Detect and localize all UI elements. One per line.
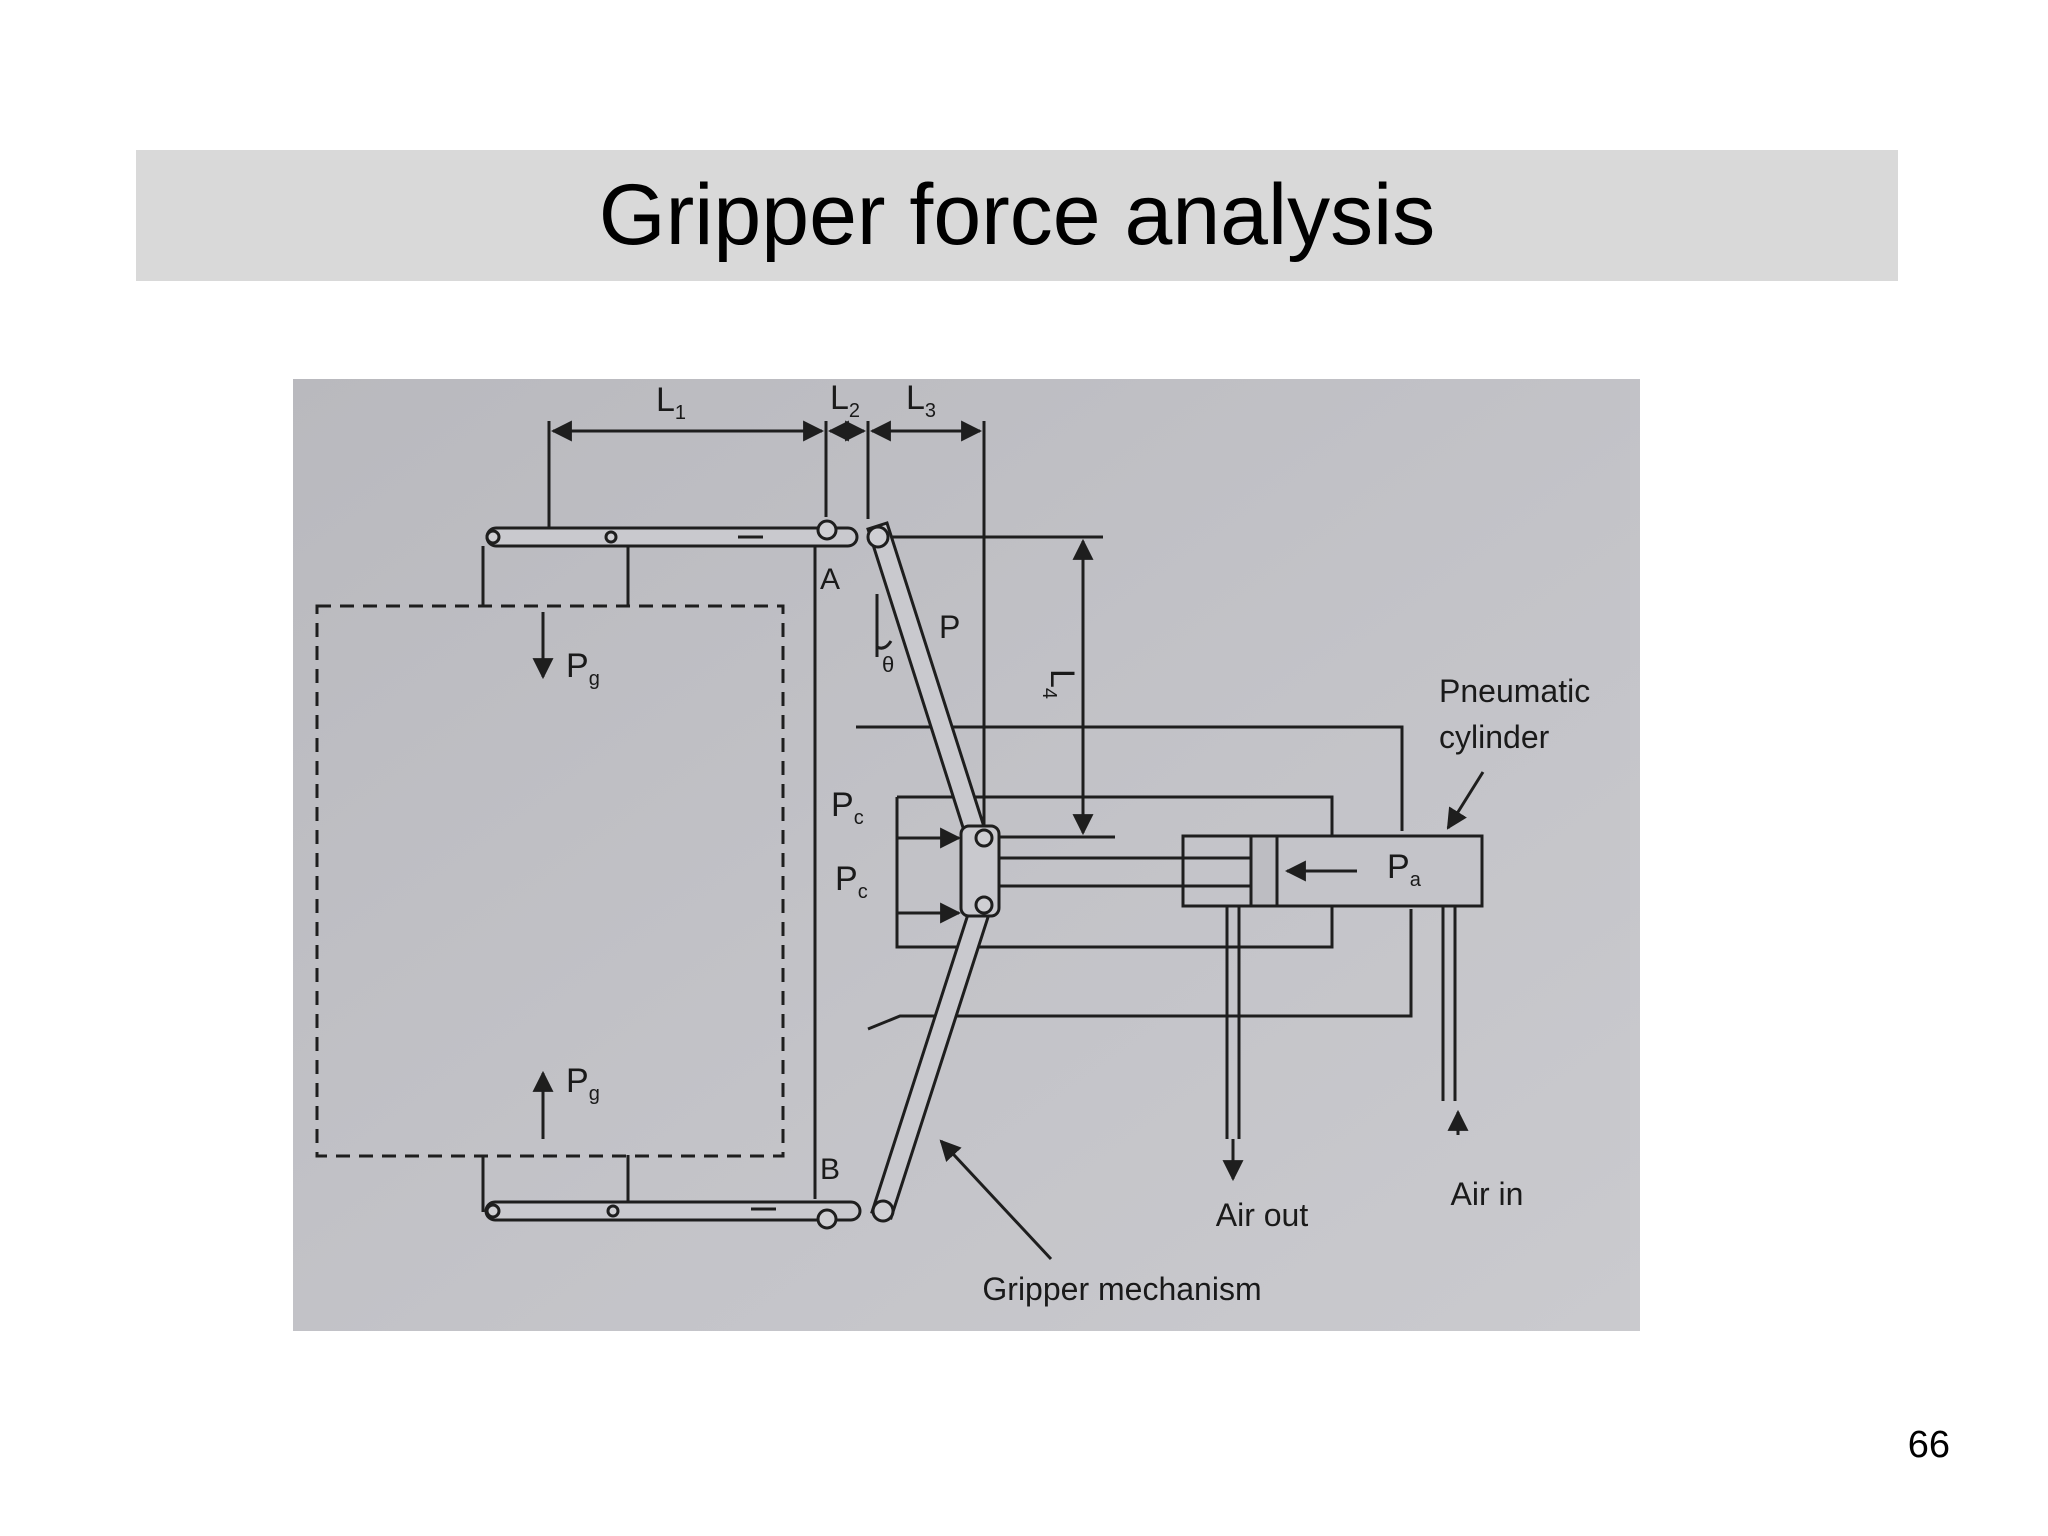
pivot-pin-top-right (866, 525, 890, 549)
piston-head-block (959, 824, 1001, 918)
label-air-out: Air out (1216, 1197, 1309, 1233)
gripper-mechanism-callout-leader (939, 1139, 1053, 1261)
pivot-pin-top-middle (604, 530, 618, 544)
upper-jaw-link (485, 526, 859, 548)
label-p: P (939, 609, 960, 645)
piston-pin-top (974, 828, 994, 848)
theta-arc (876, 640, 893, 650)
gripper-diagram-figure: L1 L2 L3 L4 A B Pg Pg P θ Pc Pc Pa Pneum… (293, 379, 1640, 1331)
pivot-pin-bottom-left (485, 1203, 501, 1219)
page-number: 66 (1907, 1424, 1950, 1466)
label-pivot-b: B (820, 1153, 840, 1186)
pivot-pin-bottom-right (871, 1199, 895, 1223)
housing-outer-top (856, 725, 1404, 831)
label-pivot-a: A (820, 563, 840, 596)
pivot-pin-b (816, 1208, 838, 1230)
pivot-pin-top-left (485, 529, 501, 545)
label-pneumatic-line2: cylinder (1439, 719, 1550, 755)
pneumatic-callout-leader (1446, 771, 1485, 830)
slide-title: Gripper force analysis (598, 167, 1436, 263)
gripper-diagram: L1 L2 L3 L4 A B Pg Pg P θ Pc Pc Pa Pneum… (293, 379, 1640, 1331)
label-air-in: Air in (1451, 1176, 1524, 1212)
gripped-object-outline (315, 604, 785, 1158)
label-pc-top: Pc (831, 786, 864, 829)
pivot-pin-bottom-middle (606, 1204, 620, 1218)
label-pneumatic-line1: Pneumatic (1439, 673, 1590, 709)
housing-inner (895, 795, 1334, 949)
label-l4: L4 (1038, 669, 1081, 699)
pivot-pin-a (816, 519, 838, 541)
lower-jaw-link (484, 1200, 862, 1222)
label-pa: Pa (1387, 848, 1422, 891)
label-gripper-mechanism: Gripper mechanism (982, 1271, 1261, 1307)
piston-pin-bottom (974, 895, 994, 915)
label-pg-bottom: Pg (566, 1062, 600, 1105)
housing-outer-bottom (867, 909, 1413, 1031)
title-bar: Gripper force analysis (136, 150, 1898, 281)
label-theta: θ (882, 652, 894, 677)
label-pg-top: Pg (566, 647, 600, 690)
cylinder-piston (1249, 834, 1279, 908)
label-l3: L3 (906, 379, 936, 422)
label-pc-bottom: Pc (835, 860, 868, 903)
label-l1: L1 (656, 381, 686, 424)
label-l2: L2 (830, 379, 860, 422)
